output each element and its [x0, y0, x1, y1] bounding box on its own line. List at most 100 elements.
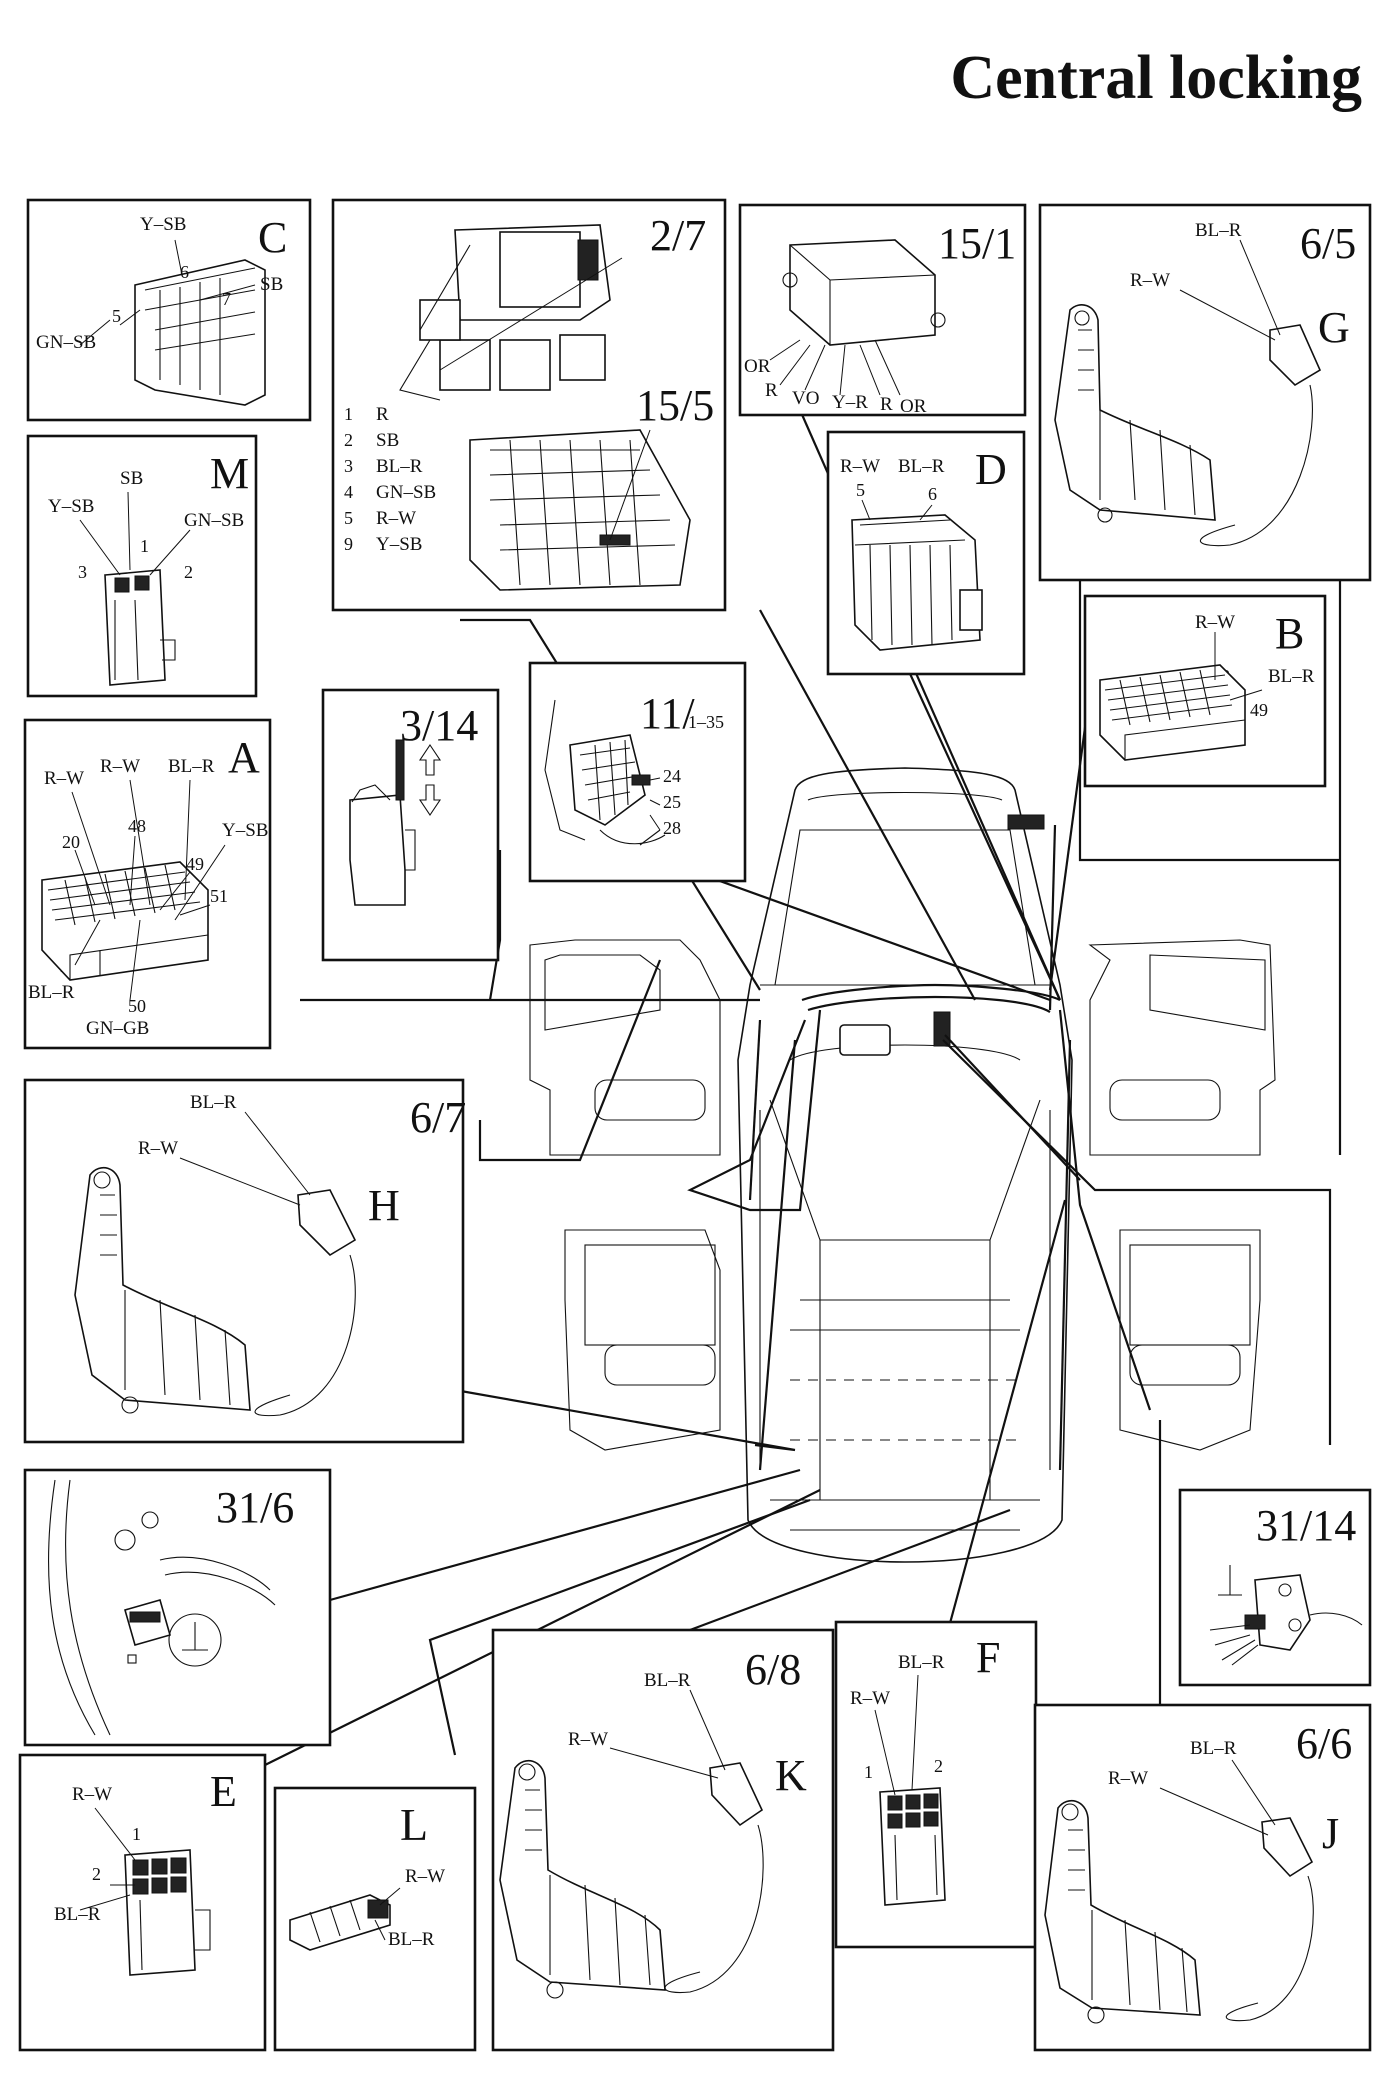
relay-assembly-drawing	[399, 224, 611, 401]
svg-text:Y–SB: Y–SB	[222, 820, 268, 841]
svg-text:BL–R: BL–R	[1268, 666, 1315, 687]
svg-text:1–35: 1–35	[688, 712, 724, 732]
svg-text:2/7: 2/7	[650, 211, 706, 260]
ground-point-drawing	[47, 1479, 276, 1736]
svg-text:6/8: 6/8	[745, 1645, 801, 1694]
panel-11-fuse-box: 11/ 1–35 24 25 28	[528, 661, 747, 883]
svg-text:BL–R: BL–R	[28, 982, 75, 1003]
legend-15-5: 1 R 2 SB 3 BL–R 4 GN–SB 5 R–W 9 Y–SB	[344, 404, 436, 555]
connector-M-drawing	[104, 569, 176, 686]
svg-text:3/14: 3/14	[400, 701, 478, 750]
svg-text:C: C	[258, 213, 287, 262]
wiring-harness	[264, 409, 1342, 1766]
svg-text:OR: OR	[900, 396, 927, 417]
svg-text:6: 6	[928, 484, 937, 504]
svg-text:4: 4	[344, 482, 353, 502]
svg-text:F: F	[976, 1633, 1000, 1682]
ground-icon	[182, 1622, 208, 1651]
connector-C-drawing	[134, 259, 266, 406]
svg-text:R–W: R–W	[376, 508, 416, 529]
svg-text:SB: SB	[260, 274, 283, 295]
panel-E-connector: E R–W 1 2 BL–R	[18, 1753, 267, 2052]
svg-text:BL–R: BL–R	[1195, 220, 1242, 241]
panel-31-14-ground-point: 31/14	[1178, 1488, 1372, 1687]
panel-L-connector: L R–W BL–R	[273, 1786, 477, 2052]
svg-text:D: D	[975, 445, 1007, 494]
panel-15-1-control-module: 15/1 OR R VO Y–R R OR	[738, 203, 1027, 417]
svg-text:SB: SB	[120, 468, 143, 489]
svg-text:Y–SB: Y–SB	[376, 534, 422, 555]
svg-text:2: 2	[92, 1864, 101, 1884]
svg-text:R: R	[765, 380, 778, 401]
svg-text:50: 50	[128, 996, 146, 1016]
svg-text:49: 49	[186, 854, 204, 874]
svg-text:GN–SB: GN–SB	[184, 510, 244, 531]
svg-text:6/7: 6/7	[410, 1093, 466, 1142]
svg-text:49: 49	[1250, 700, 1268, 720]
connector-D-drawing	[851, 514, 983, 651]
svg-text:24: 24	[663, 766, 681, 786]
svg-text:1: 1	[132, 1824, 141, 1844]
svg-text:R–W: R–W	[568, 1729, 608, 1750]
svg-text:6/5: 6/5	[1300, 219, 1356, 268]
svg-text:G: G	[1318, 303, 1350, 352]
svg-text:1: 1	[140, 536, 149, 556]
svg-text:7: 7	[222, 289, 231, 309]
svg-text:R–W: R–W	[405, 1866, 445, 1887]
panel-6-5-lock-motor-G: 6/5 G BL–R R–W	[1038, 203, 1372, 582]
panel-3-14-switch: 3/14	[321, 688, 500, 962]
svg-text:R–W: R–W	[44, 768, 84, 789]
panel-C-connector: C Y–SB 6 SB 7 5 GN–SB	[26, 198, 312, 422]
connector-F-drawing	[879, 1787, 946, 1906]
svg-text:R–W: R–W	[72, 1784, 112, 1805]
svg-text:BL–R: BL–R	[644, 1670, 691, 1691]
svg-text:J: J	[1322, 1809, 1339, 1858]
panel-A-connector: A R–W R–W BL–R Y–SB 20 48 49 51 21 BL–R …	[23, 718, 272, 1050]
connector-L-drawing	[289, 1894, 391, 1951]
svg-text:R–W: R–W	[1195, 612, 1235, 633]
ground-icon	[1218, 1565, 1242, 1596]
svg-text:BL–R: BL–R	[168, 756, 215, 777]
svg-text:51: 51	[210, 886, 228, 906]
svg-text:GN–SB: GN–SB	[36, 332, 96, 353]
svg-text:E: E	[210, 1767, 237, 1816]
svg-text:R: R	[880, 394, 893, 415]
svg-text:2: 2	[934, 1756, 943, 1776]
svg-text:BL–R: BL–R	[898, 456, 945, 477]
svg-text:VO: VO	[792, 388, 819, 409]
svg-text:1: 1	[864, 1762, 873, 1782]
svg-text:B: B	[1275, 609, 1304, 658]
lock-motor-H-drawing	[74, 1111, 357, 1417]
svg-text:6/6: 6/6	[1296, 1719, 1352, 1768]
svg-text:1: 1	[344, 404, 353, 424]
switch-drawing	[349, 739, 416, 906]
svg-text:15/5: 15/5	[636, 381, 714, 430]
lock-motor-J-drawing	[1044, 1759, 1314, 2024]
svg-text:6: 6	[180, 262, 189, 282]
svg-text:Y–SB: Y–SB	[48, 496, 94, 517]
svg-text:Y–SB: Y–SB	[140, 214, 186, 235]
svg-text:20: 20	[62, 832, 80, 852]
svg-text:31/6: 31/6	[216, 1483, 294, 1532]
svg-text:L: L	[400, 1799, 428, 1850]
svg-text:R–W: R–W	[1108, 1768, 1148, 1789]
svg-text:BL–R: BL–R	[190, 1092, 237, 1113]
svg-text:K: K	[775, 1751, 807, 1800]
page-title: Central locking	[950, 44, 1362, 112]
svg-text:Y–R: Y–R	[832, 392, 868, 413]
svg-text:M: M	[210, 449, 249, 498]
svg-text:R–W: R–W	[138, 1138, 178, 1159]
svg-text:3: 3	[344, 456, 353, 476]
svg-text:SB: SB	[376, 430, 399, 451]
svg-text:GN–GB: GN–GB	[86, 1018, 149, 1039]
fuse-box-drawing	[544, 699, 666, 846]
svg-text:BL–R: BL–R	[1190, 1738, 1237, 1759]
panel-M-connector: M SB Y–SB GN–SB 1 3 2	[26, 434, 258, 698]
svg-text:31/14: 31/14	[1256, 1501, 1356, 1550]
svg-text:5: 5	[344, 508, 353, 528]
svg-text:GN–SB: GN–SB	[376, 482, 436, 503]
svg-text:H: H	[368, 1181, 400, 1230]
panel-6-7-lock-motor-H: 6/7 H BL–R R–W	[23, 1078, 466, 1444]
svg-text:9: 9	[344, 534, 353, 554]
